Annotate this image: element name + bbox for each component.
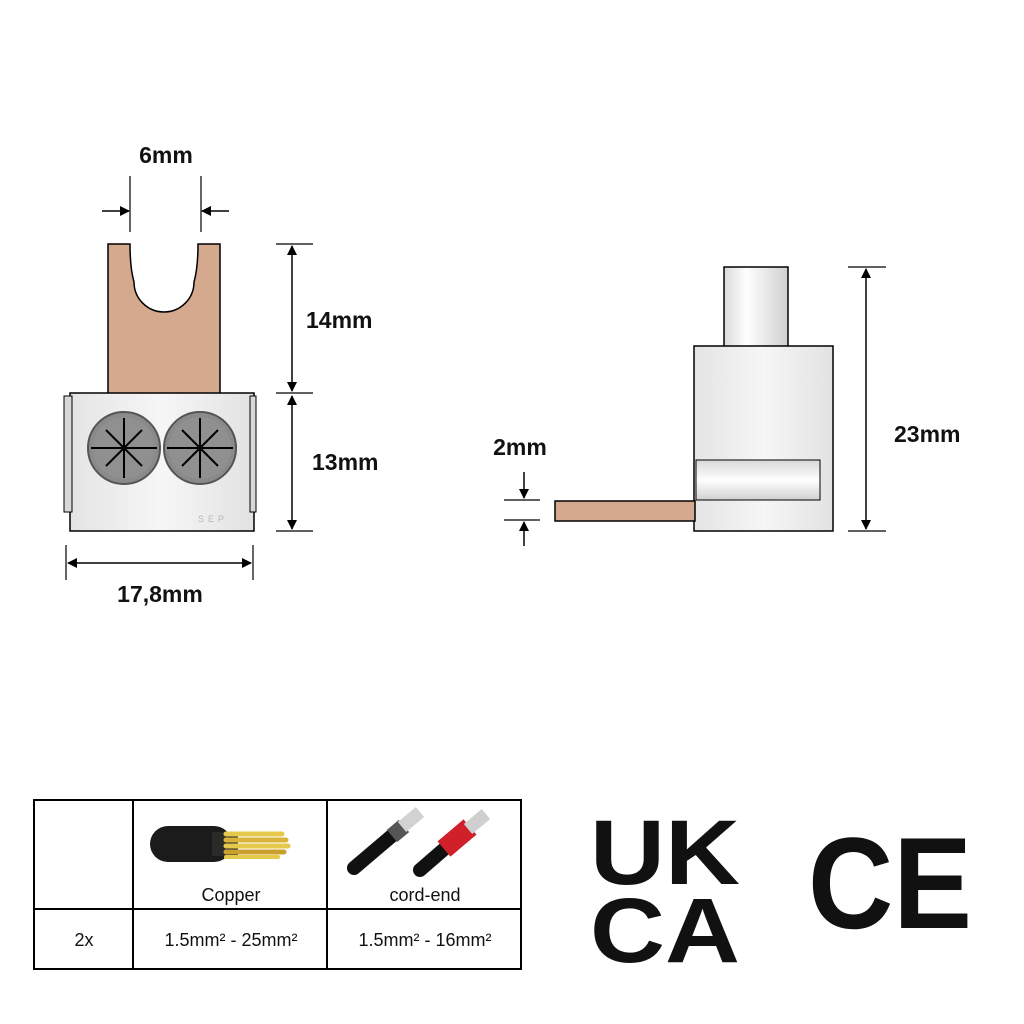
screw-shaft xyxy=(723,266,789,348)
body-width-label: 17,8mm xyxy=(117,581,203,607)
capacity-table: Copper cord-end 2x 1.5mm² - 25mm² 1.5mm²… xyxy=(33,799,522,970)
ukca-line-1: UK xyxy=(590,802,740,904)
side-band xyxy=(695,459,821,501)
ukca-mark: UK CA xyxy=(590,802,740,982)
copper-tab xyxy=(107,243,221,397)
total-height-label: 23mm xyxy=(894,421,960,447)
ukca-line-2: CA xyxy=(590,880,740,982)
header-cord-end: cord-end xyxy=(389,885,460,905)
side-copper-tab xyxy=(554,500,696,522)
ferrule-icon-grey xyxy=(347,807,425,875)
ce-mark: CE xyxy=(808,810,972,956)
screw-right xyxy=(163,411,237,485)
row-copper-range: 1.5mm² - 25mm² xyxy=(164,930,297,950)
tab-length-label: 14mm xyxy=(306,307,372,333)
row-cord-end-range: 1.5mm² - 16mm² xyxy=(358,930,491,950)
body-left-rail xyxy=(63,395,73,513)
screw-left xyxy=(87,411,161,485)
side-body xyxy=(693,345,834,532)
tab-thickness-label: 2mm xyxy=(493,434,547,460)
header-copper: Copper xyxy=(201,885,260,905)
ferrule-icon-red xyxy=(413,809,491,877)
ce-text: CE xyxy=(808,810,972,956)
body-right-rail xyxy=(249,395,257,513)
body-mark: SEP xyxy=(198,514,228,524)
side-view: 2mm 23mm xyxy=(493,266,960,546)
front-view: SEP 6mm 14mm 13mm 17,8mm xyxy=(63,142,378,607)
row-quantity: 2x xyxy=(74,930,93,950)
copper-cable-icon xyxy=(150,826,291,862)
slot-width-label: 6mm xyxy=(139,142,193,168)
body-height-label: 13mm xyxy=(312,449,378,475)
